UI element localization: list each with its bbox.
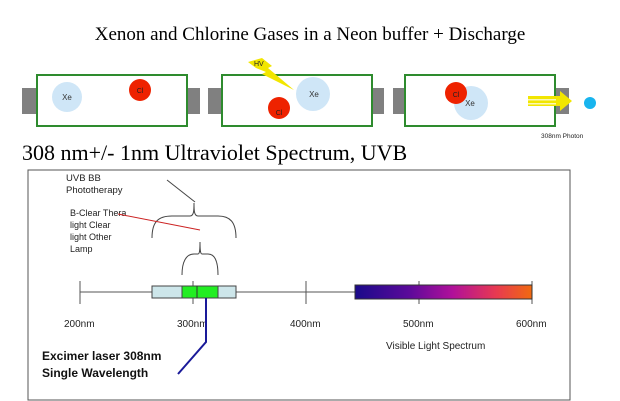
laser-label-line1: Excimer laser 308nm <box>42 349 161 363</box>
chlorine-label: Cl <box>137 88 144 95</box>
uvb-label-line1: UVB BB <box>66 173 101 184</box>
photon-label: 308nm Photon <box>541 133 584 140</box>
diagram-title: Xenon and Chlorine Gases in a Neon buffe… <box>94 24 526 45</box>
visible-spectrum-label: Visible Light Spectrum <box>386 341 485 352</box>
xenon-atom <box>296 77 330 111</box>
laser-pointer-line <box>177 298 207 375</box>
tick-label-500nm: 500nm <box>403 319 434 330</box>
gas-tube-2: HV Xe Cl <box>208 58 384 127</box>
lamp-label-line2: light Clear <box>70 220 111 230</box>
electrode-left <box>22 88 37 114</box>
lightning-bolt-icon <box>248 58 294 90</box>
laser-label-line2: Single Wavelength <box>42 366 148 380</box>
visible-spectrum-bar <box>354 284 533 300</box>
xenon-atom <box>52 82 82 112</box>
tick-label-300nm: 300nm <box>177 319 208 330</box>
uvb-pointer-line <box>166 179 196 203</box>
electrode-left <box>393 88 405 114</box>
uvb-label-line2: Phototherapy <box>66 185 123 196</box>
xenon-label: Xe <box>465 99 475 108</box>
xenon-label: Xe <box>62 93 72 102</box>
gas-tube-3: Xe Cl 308nm Photon <box>393 74 596 140</box>
photon-arrow-icon <box>528 91 572 111</box>
tick-label-600nm: 600nm <box>516 319 547 330</box>
electrode-left <box>208 88 222 114</box>
xenon-label: Xe <box>309 90 319 99</box>
lamp-label-line4: Lamp <box>70 244 93 254</box>
tick-label-200nm: 200nm <box>64 319 95 330</box>
tube-body <box>221 74 373 127</box>
lamp-label-line3: light Other <box>70 232 112 242</box>
chlorine-label: Cl <box>453 92 460 99</box>
hv-label: HV <box>254 61 264 68</box>
lamp-label-line1: B-Clear Thera <box>70 208 126 218</box>
chlorine-atom <box>268 97 290 119</box>
electrode-right <box>187 88 200 114</box>
uvb-brace <box>151 202 237 239</box>
photon-icon <box>584 97 596 109</box>
spectrum-title: 308 nm+/- 1nm Ultraviolet Spectrum, UVB <box>22 140 408 165</box>
tick-label-400nm: 400nm <box>290 319 321 330</box>
chlorine-label: Cl <box>276 110 283 117</box>
gas-tube-1: Xe Cl <box>22 74 200 127</box>
electrode-right <box>372 88 384 114</box>
chlorine-atom <box>445 82 467 104</box>
laser-band <box>181 285 219 299</box>
lamp-pointer-line <box>117 213 201 231</box>
chlorine-atom <box>129 79 151 101</box>
lamp-brace <box>181 241 219 276</box>
